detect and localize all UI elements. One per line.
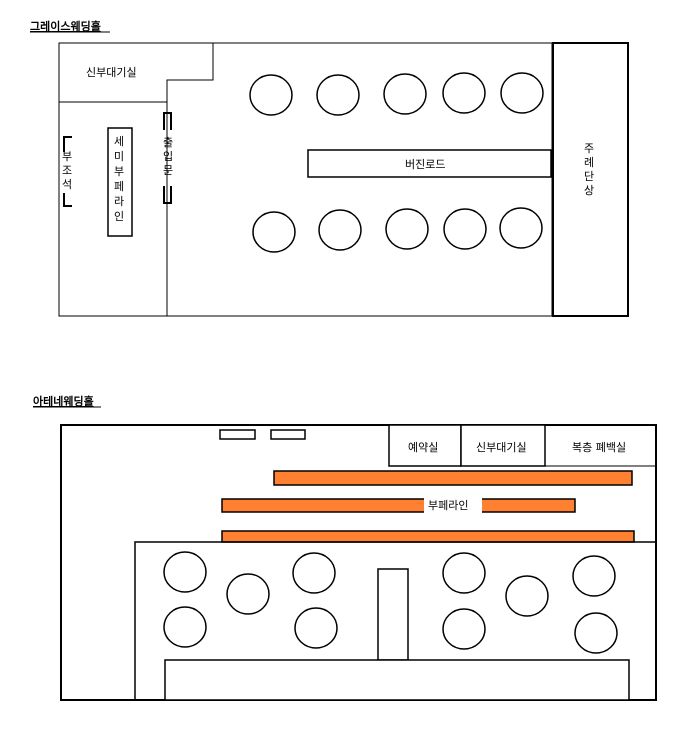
hall2-buffet-label: 부페라인 — [428, 499, 468, 512]
hall1-stage — [552, 42, 629, 317]
hall1-entrance-bracket-top — [163, 112, 172, 130]
hall2-center-aisle — [377, 568, 409, 661]
hall2-bride-room — [460, 424, 546, 467]
hall1-buffet-seat-3: 석 — [62, 178, 72, 191]
table — [316, 74, 360, 116]
hall1-entrance-bracket-bottom — [163, 186, 172, 204]
table — [442, 72, 486, 114]
hall1-semi-buffet-1: 세 — [114, 135, 124, 148]
hall1-entrance-3: 문 — [163, 164, 173, 177]
hall2-bride-room-label: 신부대기실 — [476, 441, 527, 454]
table — [442, 608, 486, 650]
hall1-stage-2: 례 — [584, 156, 594, 169]
hall1-entrance-2: 입 — [163, 150, 173, 163]
table — [499, 207, 543, 249]
table — [574, 612, 618, 654]
hall2-buffet-bar-1 — [273, 470, 633, 486]
hall2-buffet-label-bg — [424, 496, 482, 514]
hall1-buffet-bracket-top — [63, 136, 72, 152]
table — [163, 606, 207, 648]
hall1-semi-buffet-3: 부 — [114, 165, 124, 178]
table — [318, 209, 362, 251]
hall1-bride-room-wall — [59, 43, 214, 103]
hall1-bride-room-label: 신부대기실 — [86, 66, 137, 79]
hall1-entrance-1: 출 — [163, 136, 173, 149]
hall1-semi-buffet-4: 페 — [114, 180, 124, 193]
table — [294, 607, 338, 649]
table — [442, 552, 486, 594]
hall2-guest-tables — [163, 551, 618, 654]
table — [500, 72, 544, 114]
hall1-buffet-seat-1: 부 — [62, 150, 72, 163]
hall2-buffet-bar-2 — [221, 498, 576, 513]
hall1-semi-buffet-box — [107, 127, 133, 237]
table — [443, 208, 487, 250]
hall1-plan: 그레이스웨딩홀 신부대기실 부 조 석 세 미 부 페 라 인 출 입 문 — [30, 19, 629, 317]
table — [163, 551, 207, 593]
hall1-stage-3: 단 — [584, 170, 594, 183]
hall1-semi-buffet-6: 인 — [114, 210, 124, 223]
hall2-pyebaek-room-label: 복층 폐백실 — [572, 441, 626, 454]
hall1-virgin-road-label: 버진로드 — [405, 158, 445, 171]
hall1-buffet-bracket-bottom — [63, 193, 72, 207]
hall2-plan: 아테네웨딩홀 예약실 신부대기실 복층 폐백실 부페라인 — [33, 394, 657, 701]
hall2-reservation-room-label: 예약실 — [408, 440, 438, 454]
hall1-guest-tables — [249, 72, 544, 253]
hall1-stage-4: 상 — [584, 184, 594, 197]
table — [252, 211, 296, 253]
hall1-semi-buffet-5: 라 — [114, 195, 124, 208]
hall2-title: 아테네웨딩홀 — [33, 394, 94, 408]
table — [226, 573, 270, 615]
hall1-title: 그레이스웨딩홀 — [30, 19, 101, 33]
table — [385, 208, 429, 250]
table — [505, 575, 549, 617]
hall2-small-box — [270, 429, 306, 440]
table — [249, 74, 293, 116]
hall1-semi-buffet-2: 미 — [114, 150, 124, 163]
hall1-virgin-road — [307, 149, 552, 178]
hall1-stage-1: 주 — [584, 142, 594, 155]
hall2-stage — [164, 659, 630, 701]
table — [383, 73, 427, 115]
hall2-buffet-bar-3 — [221, 530, 635, 543]
hall1-buffet-seat-2: 조 — [62, 164, 72, 177]
hall2-small-box — [219, 429, 256, 440]
table — [292, 552, 336, 594]
table — [572, 555, 616, 597]
